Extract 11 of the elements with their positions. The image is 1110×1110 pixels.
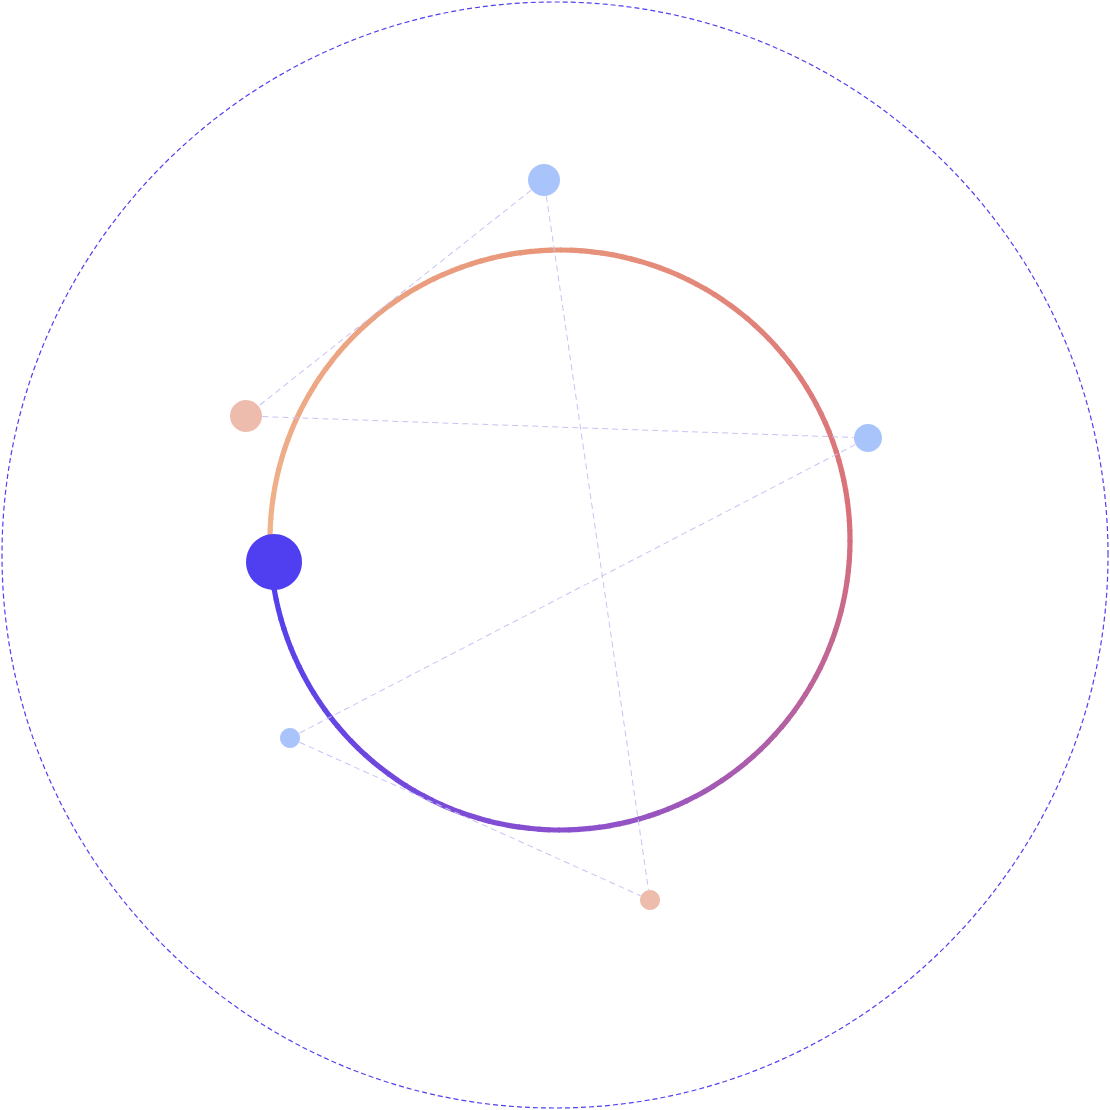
dot <box>528 164 560 196</box>
dashed-line <box>299 741 641 897</box>
dot <box>246 534 302 590</box>
dot <box>280 728 300 748</box>
dashed-line <box>258 189 532 407</box>
dashed-line <box>545 195 649 891</box>
dot <box>640 890 660 910</box>
dashed-line <box>298 444 856 734</box>
dot <box>230 400 262 432</box>
dashed-line <box>261 416 855 438</box>
dot <box>854 424 882 452</box>
